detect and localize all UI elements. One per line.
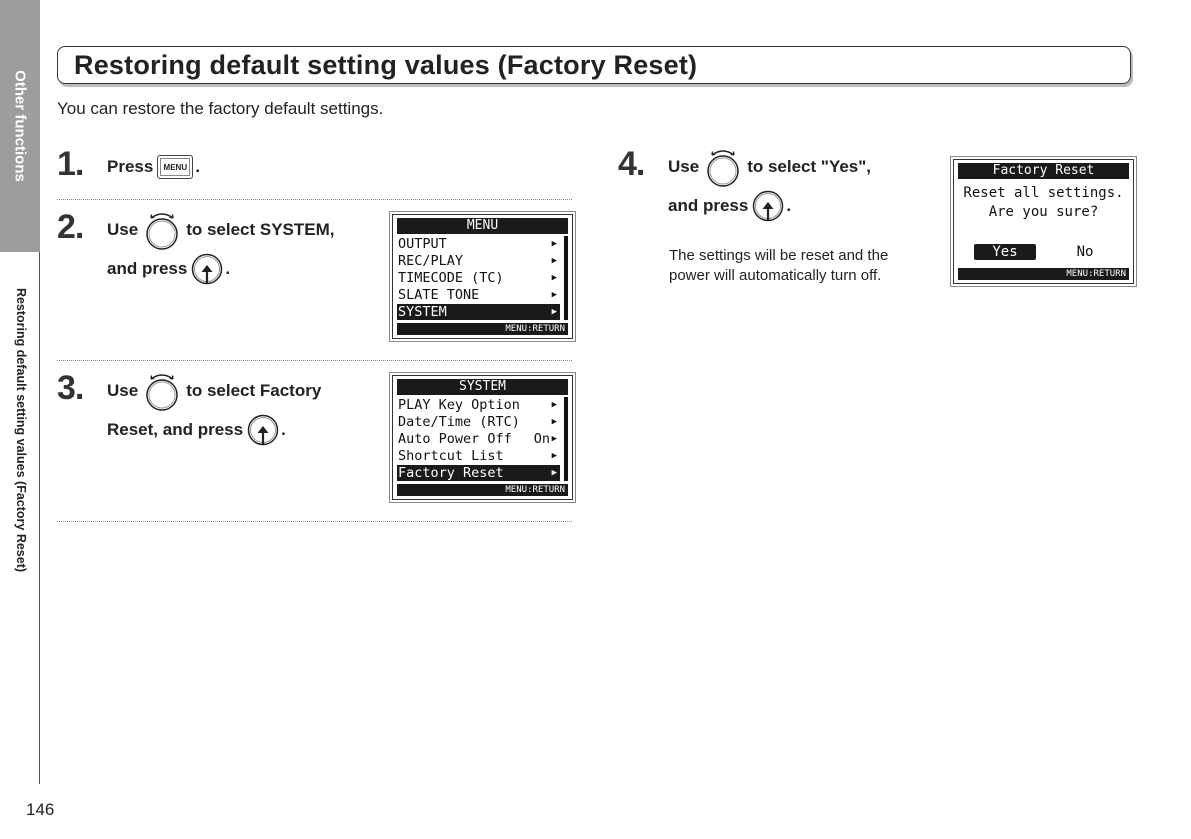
arrow-right-icon: ▶ [551,417,557,427]
page-number: 146 [26,800,55,819]
step-3-number: 3. [57,369,84,407]
arrow-right-icon: ▶ [551,451,557,461]
step-4-line-1: Use to select "Yes", [668,145,871,189]
screen-item-label: Auto Power Off [398,431,512,447]
intro-text: You can restore the factory default sett… [57,99,384,118]
screen-header: MENU [397,218,568,234]
screen-item-output: OUTPUT ▶ [397,236,560,252]
step-text: to select Factory [186,381,322,400]
arrow-right-icon: ▶ [551,468,557,478]
arrow-right-icon: ▶ [551,307,557,317]
scrollbar-thumb [564,236,568,320]
step-text: and press [668,196,749,215]
confirm-message-line: Are you sure? [988,204,1099,220]
screen-item-label: SLATE TONE [398,287,480,303]
screen-item-label: PLAY Key Option [398,397,520,413]
step-text: Use [668,157,700,176]
step-text: Use [107,381,139,400]
no-option: No [1076,244,1094,260]
step-4-note: The settings will be reset and the power… [669,246,888,286]
screen-footer: MENU:RETURN [397,484,568,496]
screen-item-timecode: TIMECODE (TC) ▶ [397,270,560,286]
step-3-line-1: Use to select Factory [107,369,321,413]
step-text: Use [107,220,139,239]
step-text: and press [107,259,188,278]
step-divider [57,199,572,200]
screen-item-value: On [533,431,550,447]
dial-icon [143,370,181,412]
step-text: . [786,196,792,215]
side-tab-label: Other functions [11,70,29,182]
screen-item-label: OUTPUT [398,236,447,252]
screen-item-label: SYSTEM [398,304,447,320]
arrow-right-icon: ▶ [551,256,557,266]
confirm-message-line: Reset all settings. [963,185,1124,201]
note-line: The settings will be reset and the [669,247,889,264]
screen-footer: MENU:RETURN [397,323,568,335]
step-3-line-2: Reset, and press . [107,413,286,447]
screen-item-label: Shortcut List [398,448,504,464]
screen-item-shortcut-list: Shortcut List ▶ [397,448,560,464]
page-title: Restoring default setting values (Factor… [74,49,698,80]
step-text: . [281,420,286,439]
screen-item-factory-reset: Factory Reset ▶ [397,465,560,481]
screen-footer: MENU:RETURN [958,268,1129,280]
yes-option: Yes [974,244,1036,260]
side-tab: Other functions [0,0,40,252]
push-dial-icon [247,414,279,446]
arrow-right-icon: ▶ [551,400,557,410]
side-section-label: Restoring default setting values (Factor… [14,287,28,573]
screen-item-slate-tone: SLATE TONE ▶ [397,287,560,303]
system-screen: SYSTEM PLAY Key Option ▶ Date/Time (RTC) ▶… [392,375,573,500]
step-2-line-2: and press . [107,252,230,286]
screen-item-rec-play: REC/PLAY ▶ [397,253,560,269]
arrow-right-icon: ▶ [551,434,557,444]
arrow-right-icon: ▶ [551,290,557,300]
screen-item-date-time: Date/Time (RTC) ▶ [397,414,560,430]
step-text: Press [107,157,154,176]
step-1-number: 1. [57,145,84,183]
screen-header: SYSTEM [397,379,568,395]
push-dial-icon [191,253,223,285]
step-text: to select SYSTEM, [186,220,335,239]
note-line: power will automatically turn off. [669,267,882,284]
step-divider [57,521,572,522]
step-text: . [195,157,201,176]
step-text: to select "Yes", [747,157,872,176]
screen-item-label: REC/PLAY [398,253,464,269]
push-dial-icon [752,190,784,222]
scrollbar-thumb [564,397,568,481]
step-2-line-1: Use to select SYSTEM, [107,208,335,252]
step-4-line-2: and press . [668,189,791,223]
step-4-number: 4. [618,145,645,183]
step-text: Reset, and press [107,420,244,439]
menu-key-icon: MENU [157,155,194,179]
menu-screen: MENU OUTPUT ▶ REC/PLAY ▶ TIMECODE (TC) ▶ SL… [392,214,573,339]
screen-item-label: TIMECODE (TC) [398,270,504,286]
step-text: . [225,259,231,278]
title-bar: Restoring default setting values (Factor… [57,46,1131,84]
step-2-number: 2. [57,208,84,246]
dial-icon [704,146,742,188]
screen-header: Factory Reset [958,163,1129,179]
side-divider [39,252,40,784]
dial-icon [143,209,181,251]
arrow-right-icon: ▶ [551,239,557,249]
factory-reset-screen: Factory Reset Reset all settings. Are yo… [953,159,1134,284]
step-1-line-1: Press MENU . [107,153,200,181]
screen-item-system: SYSTEM ▶ [397,304,560,320]
arrow-right-icon: ▶ [551,273,557,283]
screen-item-auto-power-off: Auto Power Off On▶ [397,431,560,447]
screen-item-play-key-option: PLAY Key Option ▶ [397,397,560,413]
screen-item-label: Date/Time (RTC) [398,414,520,430]
step-divider [57,360,572,361]
screen-item-label: Factory Reset [398,465,504,481]
